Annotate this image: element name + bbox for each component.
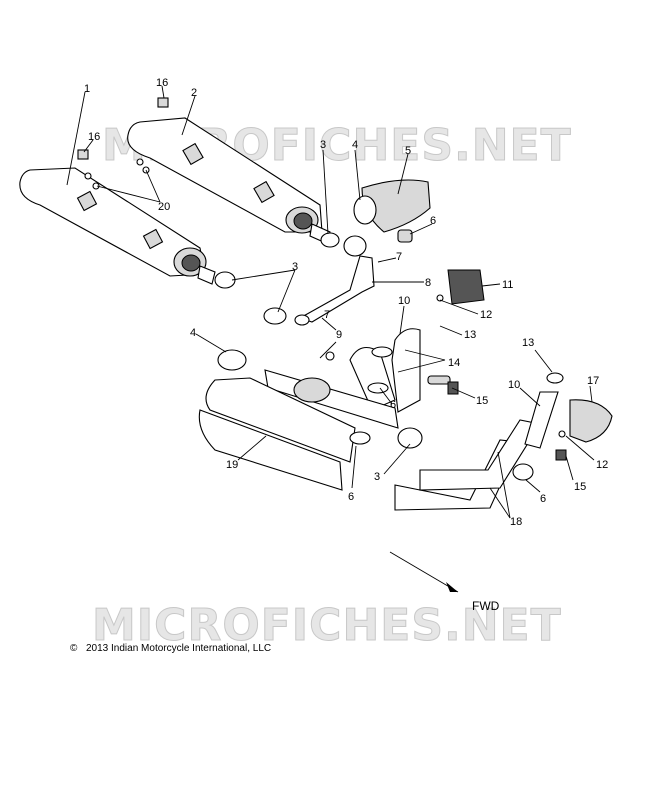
callout-2: 2 [191, 87, 197, 99]
callout-7a: 7 [396, 251, 402, 263]
rear-heat-shield [555, 399, 613, 461]
lower-muffler [19, 167, 216, 285]
callout-18: 18 [510, 516, 522, 528]
callout-13a: 13 [464, 329, 476, 341]
upper-muffler [127, 117, 331, 245]
callout-12b: 12 [596, 459, 608, 471]
callout-19: 19 [226, 459, 238, 471]
callout-17: 17 [587, 375, 599, 387]
callout-20: 20 [158, 201, 170, 213]
copyright-symbol: © [70, 643, 78, 654]
callout-8: 8 [425, 277, 431, 289]
callout-3b: 3 [292, 261, 298, 273]
watermark-bottom: MICROFICHES.NET [92, 600, 562, 651]
copyright-text: 2013 Indian Motorcycle International, LL… [86, 643, 271, 654]
callout-5: 5 [405, 145, 411, 157]
lower-crossover-assembly [198, 349, 423, 491]
callout-6b: 6 [390, 399, 396, 411]
callout-10b: 10 [508, 379, 520, 391]
clamps-upper [214, 232, 367, 325]
callout-16a: 16 [156, 77, 168, 89]
o2-sensor-module [436, 269, 485, 305]
bracket-fasteners [77, 97, 169, 190]
callout-labels: 1 2 3 4 5 6 16 16 20 3 7 8 11 10 12 13 7… [84, 77, 608, 528]
callout-6: 6 [430, 215, 436, 227]
callout-12a: 12 [480, 309, 492, 321]
heat-shield-upper [353, 179, 431, 243]
callout-7b: 7 [324, 309, 330, 321]
callout-4b: 4 [190, 327, 196, 339]
forward-arrow [389, 551, 459, 593]
callout-11: 11 [502, 279, 513, 291]
callout-14: 14 [448, 357, 460, 369]
callout-3: 3 [320, 139, 326, 151]
callout-16b: 16 [88, 131, 100, 143]
direction-label: FWD [472, 599, 500, 613]
callout-13b: 13 [522, 337, 534, 349]
mount-bracket [294, 255, 375, 326]
copyright-notice: © 2013 Indian Motorcycle International, … [70, 643, 271, 654]
callout-6c: 6 [348, 491, 354, 503]
leader-lines [66, 85, 595, 519]
callout-15b: 15 [574, 481, 586, 493]
callout-9: 9 [336, 329, 342, 341]
callout-3c: 3 [374, 471, 380, 483]
callout-15a: 15 [476, 395, 488, 407]
callout-1: 1 [84, 83, 90, 95]
rear-header-pipes [394, 372, 564, 511]
callout-4: 4 [352, 139, 358, 151]
callout-6d: 6 [540, 493, 546, 505]
callout-10a: 10 [398, 295, 410, 307]
